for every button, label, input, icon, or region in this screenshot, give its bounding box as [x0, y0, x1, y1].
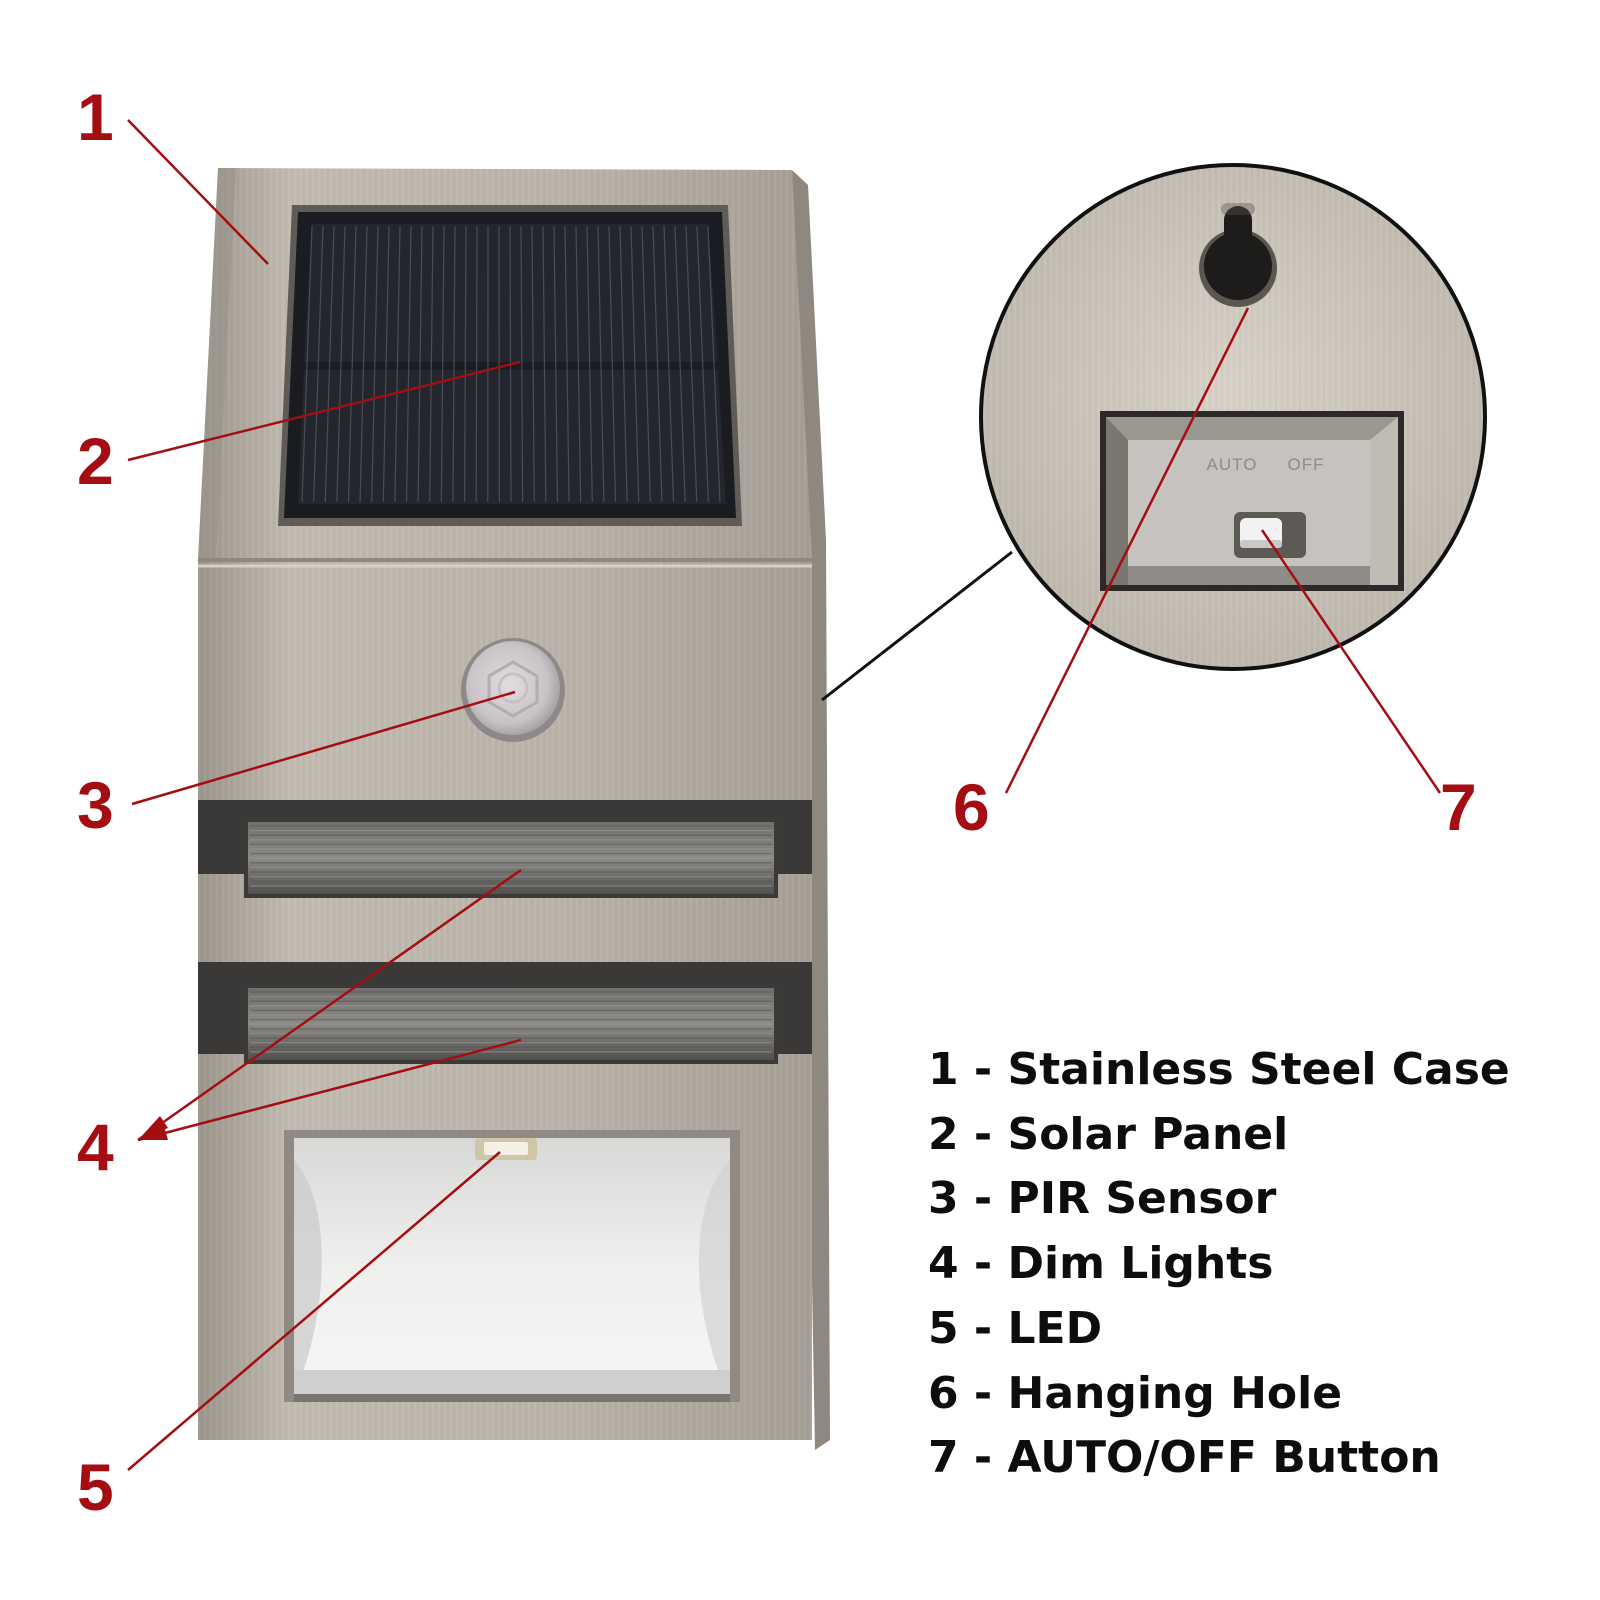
- legend-item-pir-sensor: 3 - PIR Sensor: [928, 1173, 1277, 1225]
- legend-item-hanging-hole: 6 - Hanging Hole: [928, 1367, 1343, 1419]
- callout-number-2: 2: [77, 424, 114, 498]
- legend-item-led: 5 - LED: [928, 1302, 1103, 1354]
- zoom-connector-line: [821, 550, 1013, 702]
- switch-auto-label: AUTO: [1207, 455, 1258, 474]
- callout-number-6: 6: [953, 770, 990, 844]
- callout-line-4a: [137, 868, 522, 1142]
- callout-line-3: [131, 690, 516, 806]
- callout-line-6: [1004, 307, 1250, 794]
- legend-item-dim-lights: 4 - Dim Lights: [928, 1238, 1274, 1290]
- callout-line-4b: [137, 1038, 522, 1142]
- pir-sensor: [461, 638, 565, 742]
- legend-item-auto-off-button: 7 - AUTO/OFF Button: [928, 1432, 1441, 1484]
- solar-panel: [278, 205, 742, 526]
- auto-off-button[interactable]: [1234, 512, 1306, 558]
- dim-light-strip-upper: [244, 818, 778, 898]
- dim-light-strip-lower: [244, 984, 778, 1064]
- callout-number-7: 7: [1440, 770, 1477, 844]
- hanging-hole: [1199, 203, 1277, 307]
- callout-number-4: 4: [77, 1110, 114, 1184]
- callout-number-1: 1: [77, 80, 114, 154]
- callout-numbers: 1 2 3 4 5 6 7: [77, 80, 1477, 1524]
- switch-off-label: OFF: [1288, 455, 1325, 474]
- led-chip: [475, 1138, 537, 1160]
- legend-item-case: 1 - Stainless Steel Case: [928, 1044, 1510, 1095]
- callout-arrows: [138, 1116, 168, 1140]
- callout-line-7: [1260, 529, 1442, 794]
- callout-line-5: [127, 1151, 501, 1471]
- callout-lines: [127, 119, 1442, 1471]
- callout-line-2: [127, 360, 521, 462]
- solar-cell-grid: [301, 225, 721, 503]
- legend: 1 - Stainless Steel Case 2 - Solar Panel…: [928, 1038, 1588, 1491]
- callout-arrowhead-4b: [138, 1126, 168, 1140]
- led-window: [284, 1130, 740, 1402]
- callout-line-1: [127, 119, 269, 265]
- callout-number-3: 3: [77, 768, 114, 842]
- callout-arrowhead-4a: [138, 1116, 168, 1140]
- legend-item-solar-panel: 2 - Solar Panel: [928, 1108, 1289, 1160]
- callout-number-5: 5: [77, 1450, 114, 1524]
- switch-labels: AUTO OFF: [1207, 455, 1325, 474]
